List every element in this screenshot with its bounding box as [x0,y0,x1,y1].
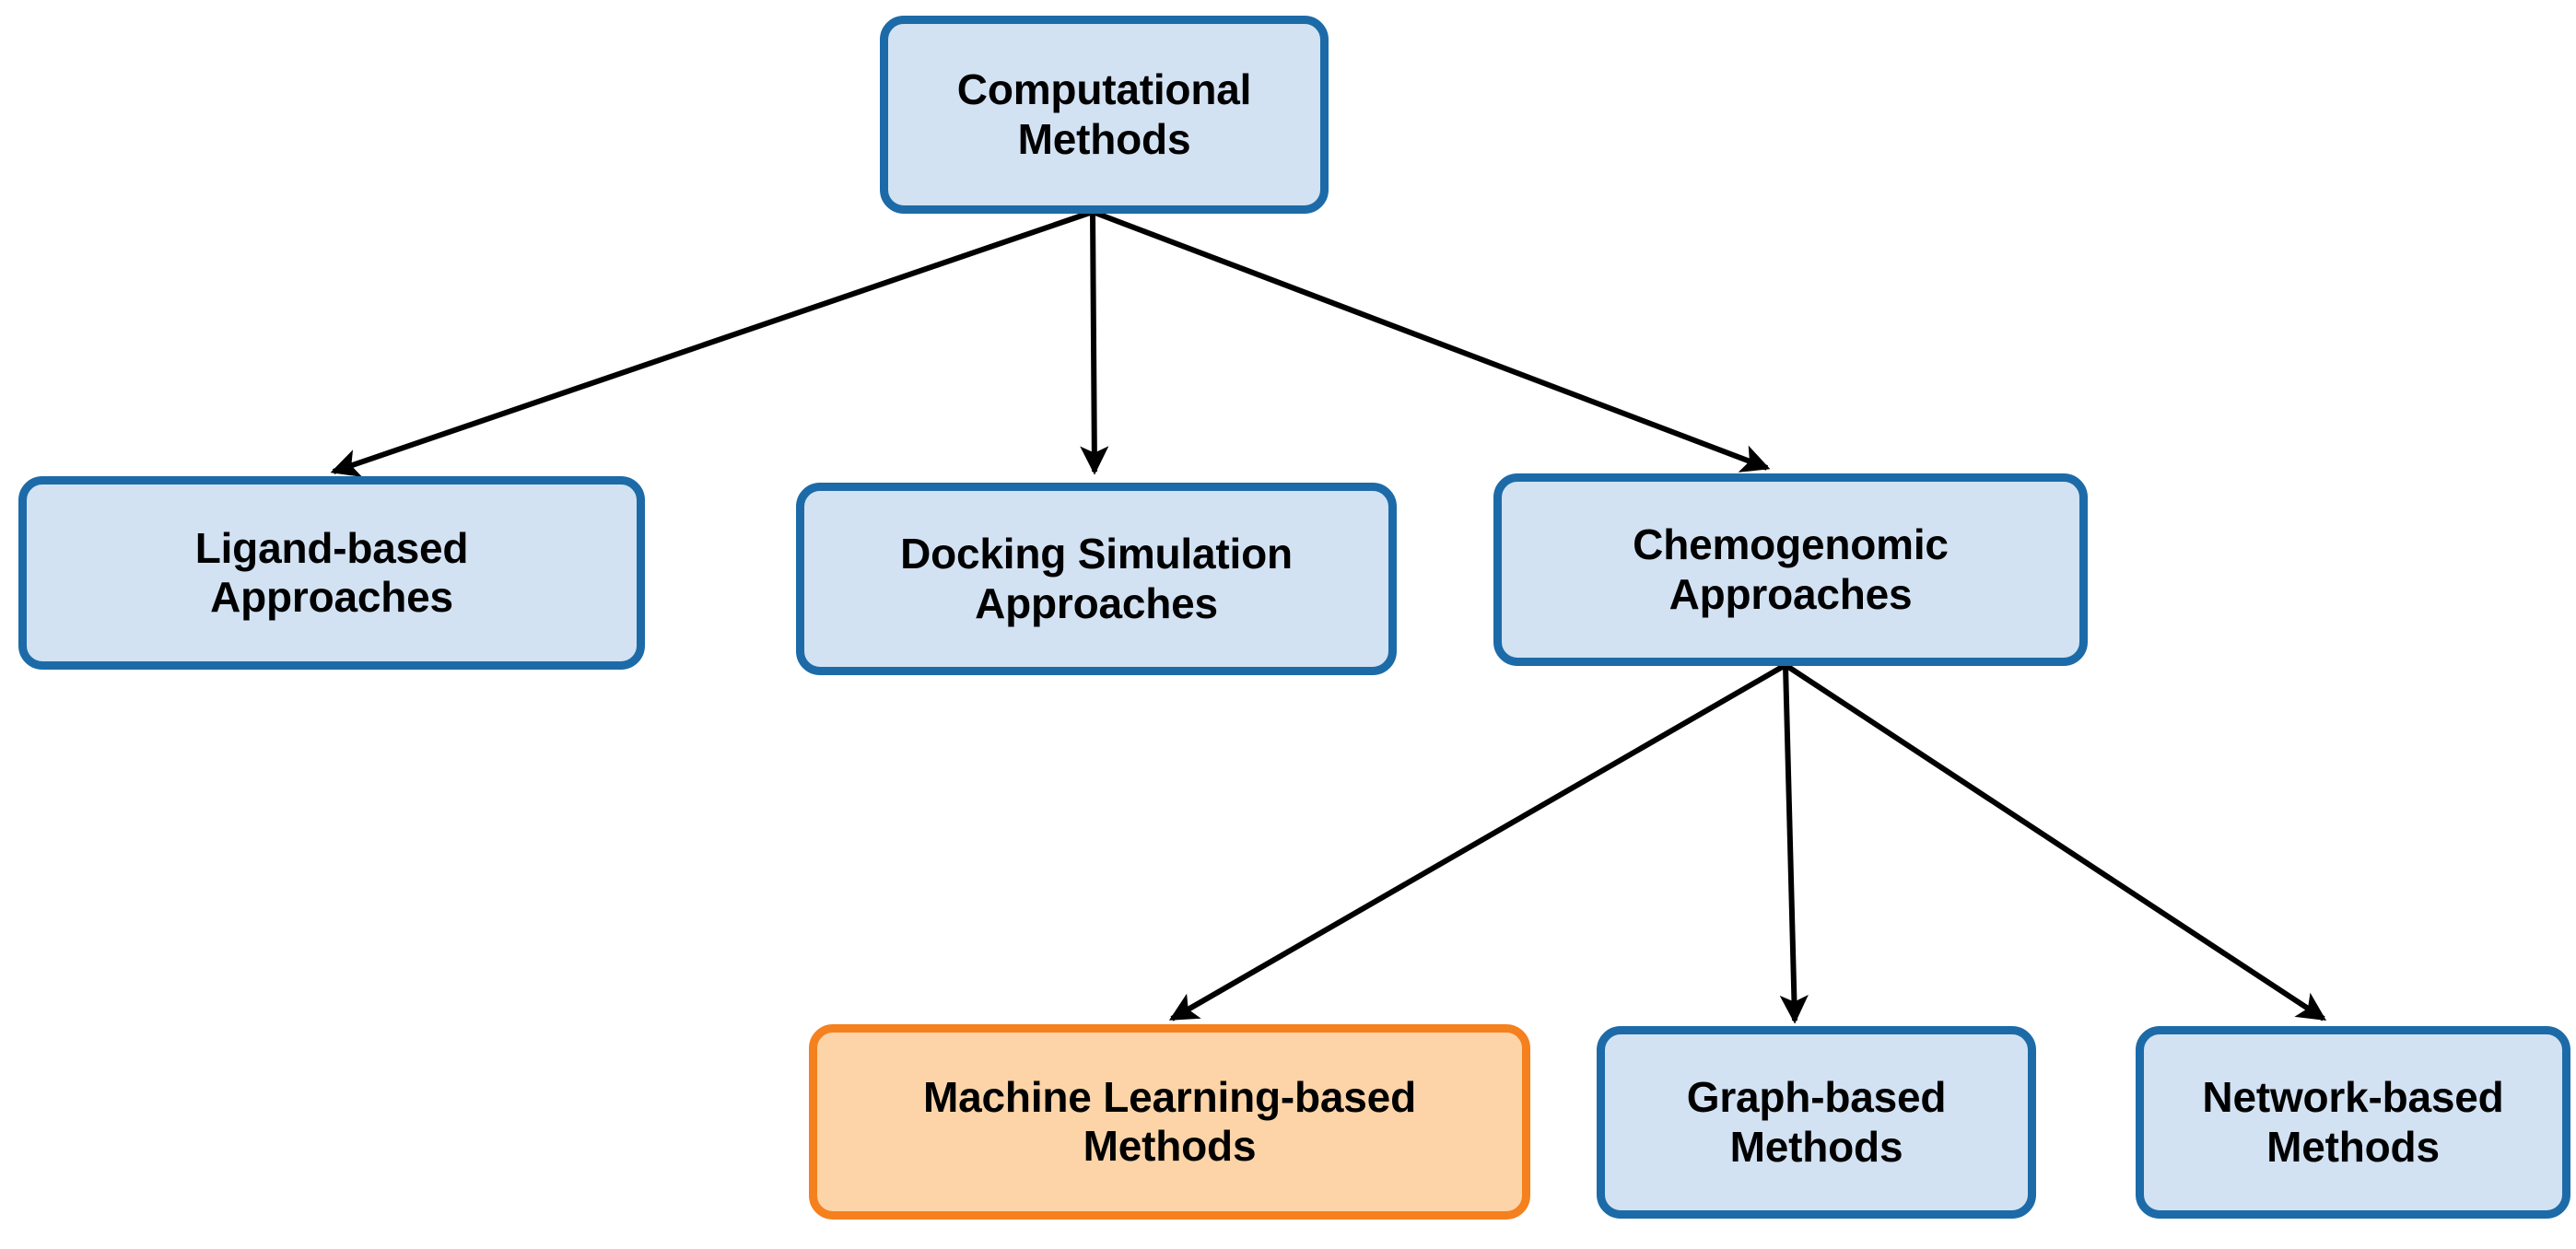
node-computational-methods[interactable]: Computational Methods [880,16,1329,214]
node-label-docking-simulation-approaches: Docking Simulation Approaches [900,530,1293,627]
edge-group [330,209,2327,1024]
node-ligand-based-approaches[interactable]: Ligand-based Approaches [18,476,645,670]
node-label-ligand-based-approaches: Ligand-based Approaches [194,523,469,621]
edge-root-to-ligand [330,209,1094,477]
node-label-graph-based-methods: Graph-based Methods [1686,1073,1947,1171]
node-label-machine-learning-based-methods: Machine Learning-based Methods [923,1072,1416,1170]
node-graph-based-methods[interactable]: Graph-based Methods [1597,1026,2036,1219]
node-label-computational-methods: Computational Methods [956,65,1252,163]
edge-chemogenomic-to-graph [1779,664,1809,1024]
node-docking-simulation-approaches[interactable]: Docking Simulation Approaches [796,483,1397,675]
edge-root-to-chemogenomic [1091,209,1771,473]
edge-chemogenomic-to-ml [1168,662,1787,1021]
edge-root-to-docking [1080,211,1109,475]
node-label-chemogenomic-approaches: Chemogenomic Approaches [1633,520,1949,618]
node-chemogenomic-approaches[interactable]: Chemogenomic Approaches [1493,473,2088,666]
node-network-based-methods[interactable]: Network-based Methods [2136,1026,2570,1219]
node-machine-learning-based-methods[interactable]: Machine Learning-based Methods [809,1024,1530,1220]
node-label-network-based-methods: Network-based Methods [2202,1073,2504,1171]
edge-chemogenomic-to-network [1784,662,2327,1021]
